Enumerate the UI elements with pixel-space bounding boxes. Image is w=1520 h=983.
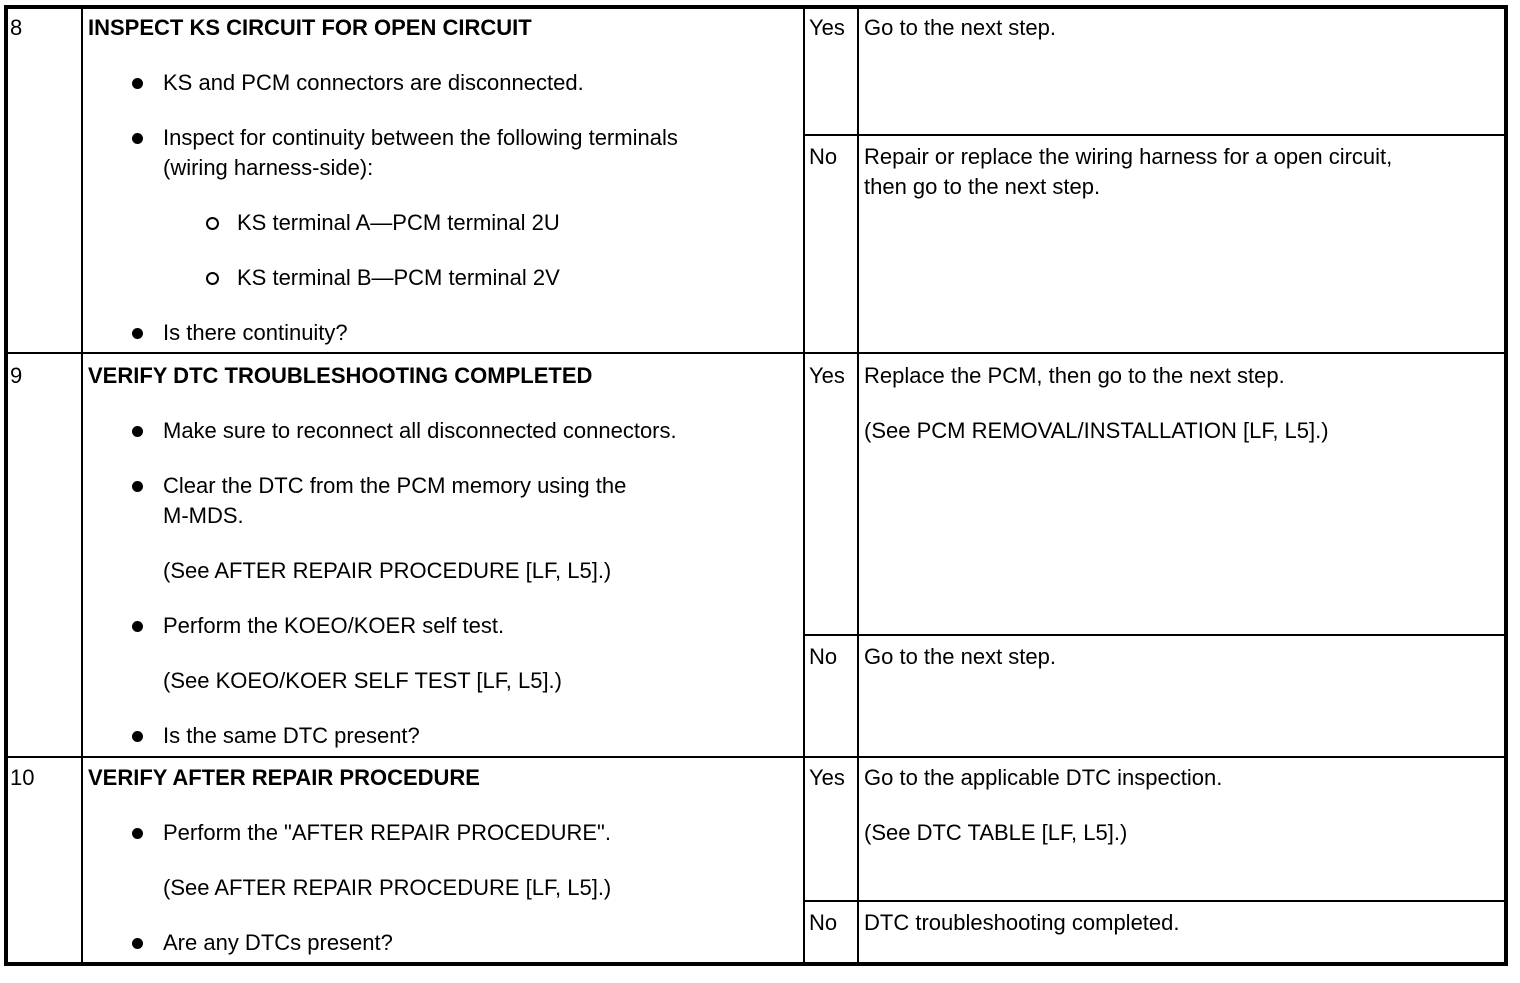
sub-item: KS terminal A—PCM terminal 2U (88, 208, 678, 238)
bullet-icon (132, 78, 143, 89)
item-text: Perform the "AFTER REPAIR PROCEDURE". (163, 820, 611, 845)
list-item: Clear the DTC from the PCM memory using … (88, 471, 677, 531)
no-action: Go to the next step. (864, 644, 1057, 669)
column-divider (857, 9, 859, 962)
action-text: Replace the PCM, then go to the next ste… (864, 363, 1285, 388)
yes-no-divider (803, 634, 1504, 636)
item-text: (wiring harness-side): (163, 155, 374, 180)
yes-no-divider (803, 900, 1504, 902)
item-text: KS terminal A—PCM terminal 2U (237, 210, 560, 235)
action-text: Go to the applicable DTC inspection. (864, 765, 1223, 790)
action-text: Repair or replace the wiring harness for… (864, 144, 1393, 169)
bullet-icon (132, 731, 143, 742)
step-title: VERIFY DTC TROUBLESHOOTING COMPLETED (88, 363, 593, 388)
reference-note: (See KOEO/KOER SELF TEST [LF, L5].) (163, 668, 562, 693)
bullet-icon (132, 621, 143, 632)
item-text: Perform the KOEO/KOER self test. (163, 613, 505, 638)
list-item: Are any DTCs present? (88, 928, 611, 958)
list-item: KS and PCM connectors are disconnected. (88, 68, 678, 98)
troubleshooting-table: 8 INSPECT KS CIRCUIT FOR OPEN CIRCUIT KS… (4, 5, 1508, 966)
item-text: Is there continuity? (163, 320, 348, 345)
yes-label: Yes (809, 15, 845, 40)
no-label: No (809, 910, 838, 935)
no-action: Repair or replace the wiring harness for… (864, 142, 1392, 202)
step-title: VERIFY AFTER REPAIR PROCEDURE (88, 765, 480, 790)
list-item: Perform the "AFTER REPAIR PROCEDURE". (88, 818, 611, 848)
bullet-icon (132, 133, 143, 144)
list-item: Perform the KOEO/KOER self test. (88, 611, 677, 641)
row-divider (8, 756, 1504, 758)
step-number: 10 (10, 765, 35, 790)
yes-action: Go to the applicable DTC inspection. (Se… (864, 763, 1222, 873)
list-item: Make sure to reconnect all disconnected … (88, 416, 677, 446)
bullet-icon (132, 938, 143, 949)
bullet-icon (132, 328, 143, 339)
step-10-content: VERIFY AFTER REPAIR PROCEDURE Perform th… (88, 763, 611, 983)
list-item: Inspect for continuity between the follo… (88, 123, 678, 183)
no-label: No (809, 144, 838, 169)
sub-item: KS terminal B—PCM terminal 2V (88, 263, 678, 293)
bullet-icon (132, 426, 143, 437)
item-text: Make sure to reconnect all disconnected … (163, 418, 677, 443)
yes-action: Replace the PCM, then go to the next ste… (864, 361, 1329, 471)
action-text: (See DTC TABLE [LF, L5].) (864, 820, 1128, 845)
step-number: 9 (10, 363, 23, 388)
item-text: Are any DTCs present? (163, 930, 393, 955)
row-divider (8, 352, 1504, 354)
yes-action: Go to the next step. (864, 15, 1057, 40)
column-divider (81, 9, 83, 962)
item-text: KS and PCM connectors are disconnected. (163, 70, 584, 95)
step-8-content: INSPECT KS CIRCUIT FOR OPEN CIRCUIT KS a… (88, 13, 678, 373)
yes-no-divider (803, 134, 1504, 136)
circle-bullet-icon (206, 217, 219, 230)
item-text: Clear the DTC from the PCM memory using … (163, 473, 627, 498)
reference-note: (See AFTER REPAIR PROCEDURE [LF, L5].) (163, 875, 612, 900)
step-9-content: VERIFY DTC TROUBLESHOOTING COMPLETED Mak… (88, 361, 677, 776)
item-text: Inspect for continuity between the follo… (163, 125, 678, 150)
column-divider (803, 9, 805, 962)
yes-label: Yes (809, 765, 845, 790)
list-item: Is there continuity? (88, 318, 678, 348)
step-number: 8 (10, 15, 23, 40)
no-label: No (809, 644, 838, 669)
circle-bullet-icon (206, 272, 219, 285)
bullet-icon (132, 828, 143, 839)
list-item: Is the same DTC present? (88, 721, 677, 751)
no-action: DTC troubleshooting completed. (864, 910, 1180, 935)
action-text: then go to the next step. (864, 174, 1101, 199)
item-text: M-MDS. (163, 503, 244, 528)
yes-label: Yes (809, 363, 845, 388)
item-text: Is the same DTC present? (163, 723, 420, 748)
action-text: (See PCM REMOVAL/INSTALLATION [LF, L5].) (864, 418, 1329, 443)
bullet-icon (132, 481, 143, 492)
item-text: KS terminal B—PCM terminal 2V (237, 265, 560, 290)
step-title: INSPECT KS CIRCUIT FOR OPEN CIRCUIT (88, 15, 532, 40)
reference-note: (See AFTER REPAIR PROCEDURE [LF, L5].) (163, 558, 612, 583)
